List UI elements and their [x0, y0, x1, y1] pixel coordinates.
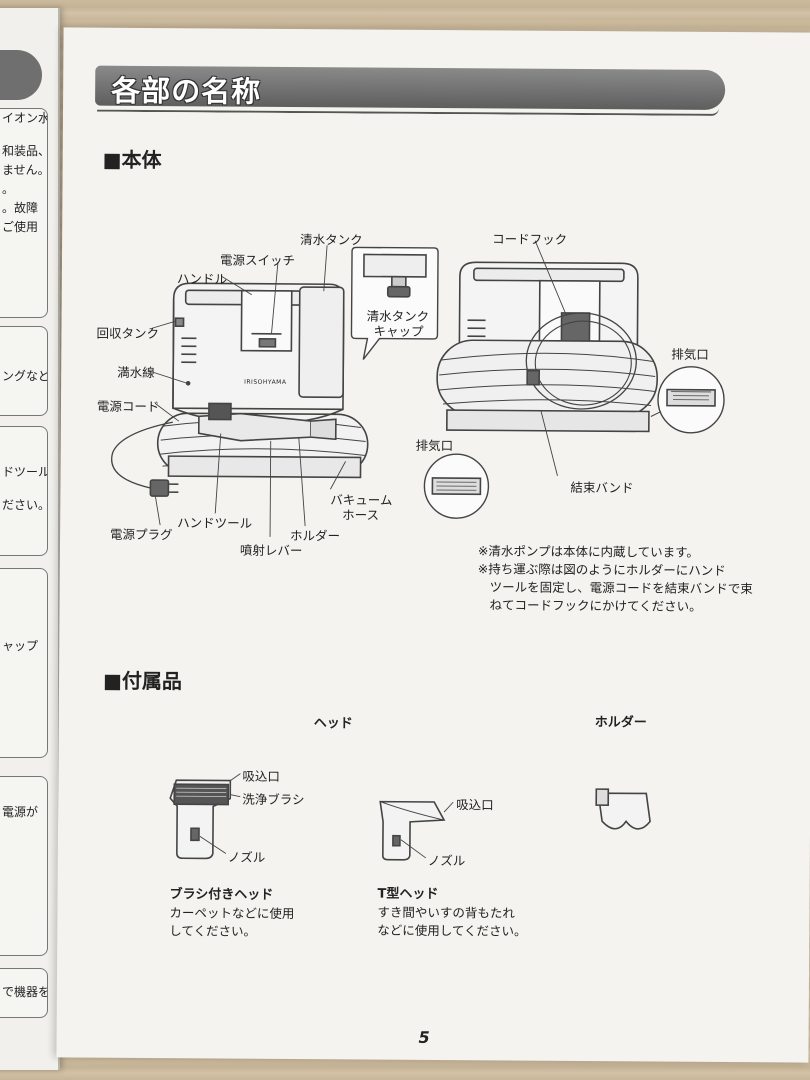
brush-head-suction-label: 吸込口 — [242, 768, 280, 784]
brush-head-name: ブラシ付きヘッド — [169, 887, 274, 903]
base-plate — [167, 455, 362, 479]
prev-fragment: イオン水 — [2, 111, 48, 125]
prev-fragment: 。故障 — [2, 201, 39, 215]
label-power-cord: 電源コード — [96, 398, 160, 415]
note-line-4: ねてコードフックにかけてください。 — [489, 597, 702, 614]
right-cord-loop — [525, 312, 637, 410]
t-head-nozzle-label: ノズル — [427, 852, 466, 869]
label-power-plug: 電源プラグ — [110, 526, 173, 543]
t-head-desc-2: などに使用してください。 — [377, 922, 527, 939]
label-recovery-tank: 回収タンク — [96, 325, 160, 342]
brush-head-desc-2: してください。 — [169, 923, 257, 939]
right-hose-coil — [436, 339, 658, 433]
label-clean-tank: 清水タンク — [300, 232, 363, 248]
label-hand-tool: ハンドツール — [177, 515, 253, 531]
prev-fragment: で機器を — [2, 985, 48, 999]
label-full-line: 満水線 — [117, 364, 155, 381]
prev-fragment: ャップ — [2, 639, 39, 653]
prev-fragment: ングなど — [2, 369, 48, 383]
previous-page: イオン水 和装品、 ません。 。 。故障 ご使用 ングなど ドツール ださい。 … — [0, 8, 60, 1070]
previous-page-box-1: イオン水 和装品、 ません。 。 。故障 ご使用 — [0, 108, 48, 318]
previous-page-box-2: ングなど — [0, 326, 48, 416]
label-vacuum-hose-2: ホース — [342, 507, 380, 523]
brush-head-brush-label: 洗浄ブラシ — [242, 791, 305, 808]
prev-fragment: ご使用 — [2, 220, 39, 234]
label-head: ヘッド — [313, 716, 353, 732]
leader-lines — [149, 240, 568, 537]
note-line-3: ツールを固定し、電源コードを結束バンドで束 — [489, 579, 753, 597]
left-unit-body — [172, 282, 345, 425]
brush-head-desc-1: カーペットなどに使用 — [169, 905, 295, 922]
prev-fragment: 和装品、 — [2, 144, 48, 158]
hand-tool — [197, 402, 337, 442]
label-binding-band: 結束バンド — [570, 479, 634, 496]
previous-page-box-3: ドツール ださい。 — [0, 426, 48, 556]
t-head-drawing — [379, 800, 454, 861]
label-holder-accessory: ホルダー — [594, 715, 647, 731]
exhaust-callout-left — [423, 453, 490, 519]
power-cord — [111, 421, 179, 497]
label-tank-cap-2: キャップ — [373, 323, 424, 339]
manual-page: 各部の名称 ■本体 — [56, 27, 810, 1063]
accessories-heading: ■付属品 — [102, 668, 183, 694]
prev-fragment: ません。 — [2, 163, 48, 177]
unit-logo: IRISOHYAMA — [244, 378, 287, 386]
prev-fragment: ドツール — [2, 465, 48, 479]
label-power-switch: 電源スイッチ — [219, 252, 296, 269]
page-number: 5 — [418, 1027, 430, 1047]
prev-fragment: ださい。 — [2, 498, 48, 512]
t-head-name: T型ヘッド — [377, 886, 439, 903]
parts-diagram — [111, 240, 725, 861]
label-exhaust-right: 排気口 — [671, 346, 709, 362]
exhaust-callout-right — [650, 366, 725, 434]
previous-page-header-bar — [0, 50, 42, 100]
note-line-1: ※清水ポンプは本体に内蔵しています。 — [477, 543, 699, 560]
prev-fragment: 。 — [2, 182, 15, 196]
t-head-desc-1: すき間やいすの背もたれ — [377, 904, 516, 921]
label-holder: ホルダー — [290, 527, 341, 544]
brush-head-nozzle-label: ノズル — [227, 849, 266, 865]
tank-cap-callout — [350, 246, 439, 360]
previous-page-box-4: ャップ — [0, 568, 48, 758]
previous-page-box-6: で機器を — [0, 968, 48, 1018]
label-exhaust-left: 排気口 — [415, 437, 454, 454]
t-head-suction-label: 吸込口 — [456, 797, 494, 813]
brush-head-drawing — [169, 773, 241, 860]
note-line-2: ※持ち運ぶ際は図のようにホルダーにハンド — [477, 561, 726, 579]
label-cord-hook: コードフック — [492, 231, 568, 247]
holder-drawing — [595, 788, 651, 830]
label-handle: ハンドル — [176, 271, 227, 287]
previous-page-box-5: 電源が — [0, 776, 48, 956]
prev-fragment: 電源が — [2, 805, 39, 819]
